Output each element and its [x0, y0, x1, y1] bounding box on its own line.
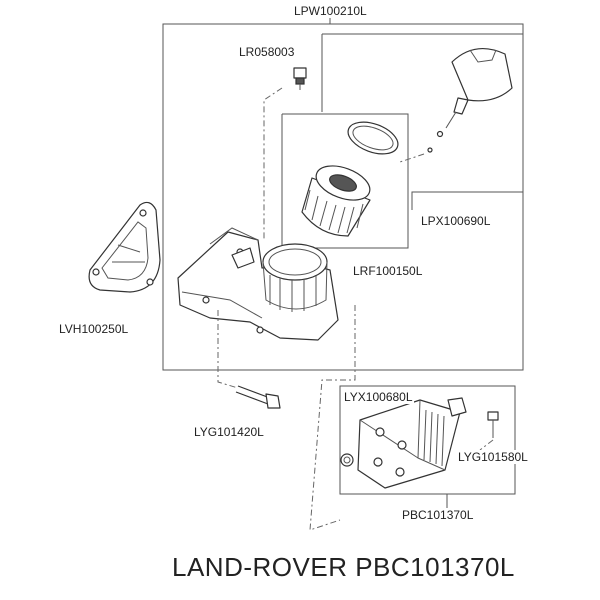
assembly-line-cooler [309, 305, 356, 531]
label-filter: LRF100150L [352, 264, 424, 278]
screw-part [487, 411, 499, 438]
cooler-part [357, 397, 467, 489]
housing-part [177, 227, 339, 341]
label-bolt: LYG101420L [193, 425, 265, 439]
label-cap: LPX100690L [420, 214, 492, 228]
footer-title: LAND-ROVER PBC101370L [172, 552, 515, 582]
bolt-part [235, 385, 281, 409]
filter-part [301, 121, 399, 237]
assembly-line-cap [399, 153, 425, 163]
sensor-part [293, 67, 307, 90]
label-seal: LYX100680L [343, 390, 414, 404]
label-cooler: PBC101370L [401, 508, 475, 522]
label-kit: LPW100210L [293, 4, 368, 18]
assembly-line-screw [479, 439, 494, 451]
seal-part [340, 453, 354, 467]
cap-part [427, 47, 513, 153]
assembly-line-sensor [263, 87, 283, 240]
label-sensor: LR058003 [238, 45, 296, 59]
kit-frame [162, 23, 524, 371]
assembly-line-bolt [217, 310, 239, 389]
label-gasket: LVH100250L [58, 322, 130, 336]
label-screw: LYG101580L [457, 450, 529, 464]
cooler-frame [339, 385, 516, 495]
filter-frame [281, 113, 409, 249]
cap-frame [322, 33, 524, 210]
gasket-part [88, 201, 161, 293]
